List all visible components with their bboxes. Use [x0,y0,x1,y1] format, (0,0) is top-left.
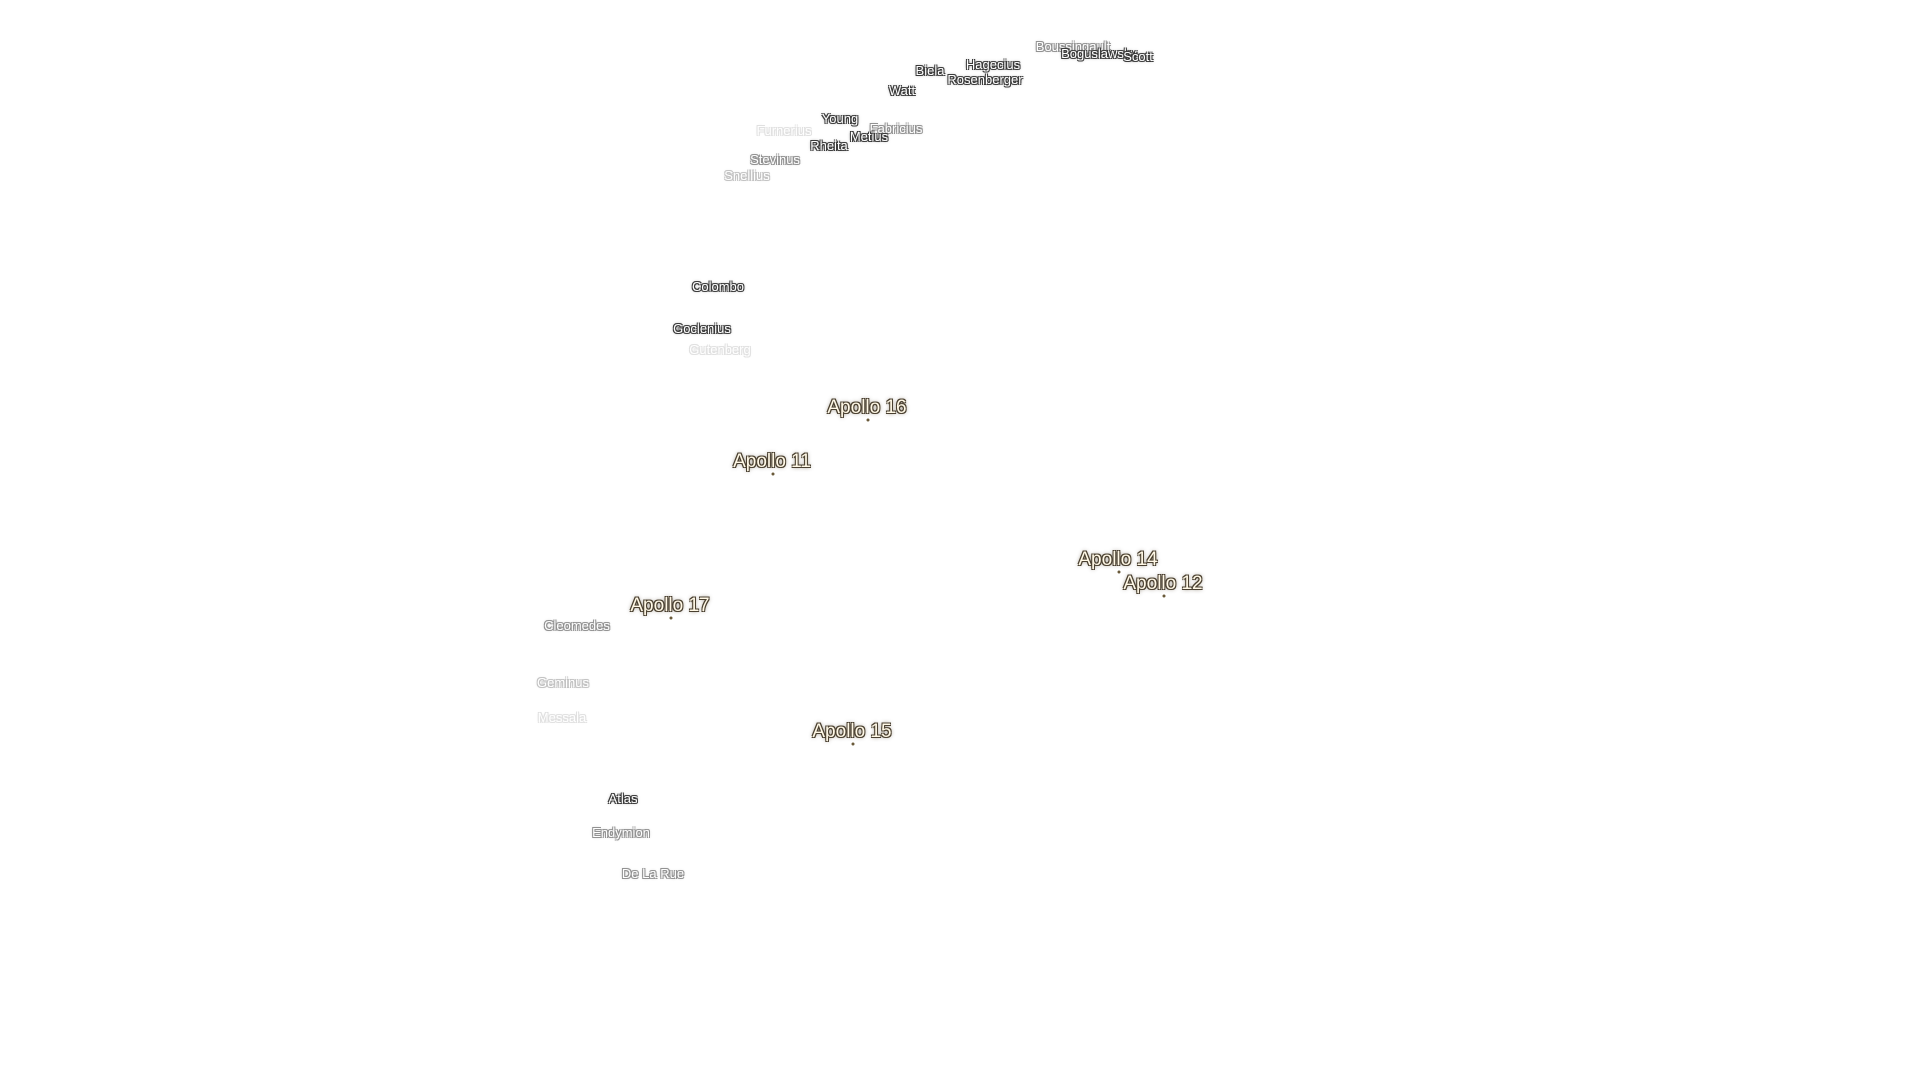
crater-label-boussingault[interactable]: Boussingault [1035,39,1111,54]
crater-label-cleomedes[interactable]: Cleomedes [544,618,610,633]
apollo-12-label[interactable]: Apollo 12 [1123,573,1203,594]
crater-label-hagecius[interactable]: Hagecius [965,57,1021,72]
crater-label-endymion[interactable]: Endymion [592,825,650,840]
apollo-14-site-marker[interactable] [1117,570,1121,574]
crater-label-stevinus[interactable]: Stevinus [750,152,800,167]
crater-label-boguslawsky[interactable]: Boguslawsky [1061,46,1137,61]
crater-label-atlas[interactable]: Atlas [608,791,638,806]
crater-label-geminus[interactable]: Geminus [536,675,590,690]
apollo-11-site-marker[interactable] [771,472,775,476]
apollo-12-site-marker[interactable] [1162,594,1166,598]
crater-label-young[interactable]: Young [821,111,859,126]
crater-label-biela[interactable]: Biela [915,63,945,78]
crater-label-rosenberger[interactable]: Rosenberger [947,72,1023,87]
apollo-14-label[interactable]: Apollo 14 [1078,549,1158,570]
crater-label-metius[interactable]: Metius [849,129,889,144]
apollo-16-site-marker[interactable] [866,418,870,422]
crater-label-snellius[interactable]: Snellius [724,168,770,183]
apollo-15-label[interactable]: Apollo 15 [812,721,892,742]
apollo-15-site-marker[interactable] [851,742,855,746]
crater-label-furnerius[interactable]: Furnerius [756,123,812,138]
apollo-11-label[interactable]: Apollo 11 [733,451,811,472]
crater-label-de-la-rue[interactable]: De La Rue [621,866,685,881]
crater-label-rheita[interactable]: Rheita [810,138,848,153]
crater-label-gutenberg[interactable]: Gutenberg [689,342,751,357]
crater-label-colombo[interactable]: Colombo [691,279,745,294]
crater-label-fabricius[interactable]: Fabricius [869,121,923,136]
apollo-17-site-marker[interactable] [669,616,673,620]
crater-label-scott[interactable]: Scott [1123,49,1153,64]
crater-label-watt[interactable]: Watt [888,83,916,98]
apollo-17-label[interactable]: Apollo 17 [630,595,710,616]
crater-label-goclenius[interactable]: Goclenius [673,321,731,336]
crater-label-messala[interactable]: Messala [537,710,587,725]
apollo-16-label[interactable]: Apollo 16 [827,397,907,418]
